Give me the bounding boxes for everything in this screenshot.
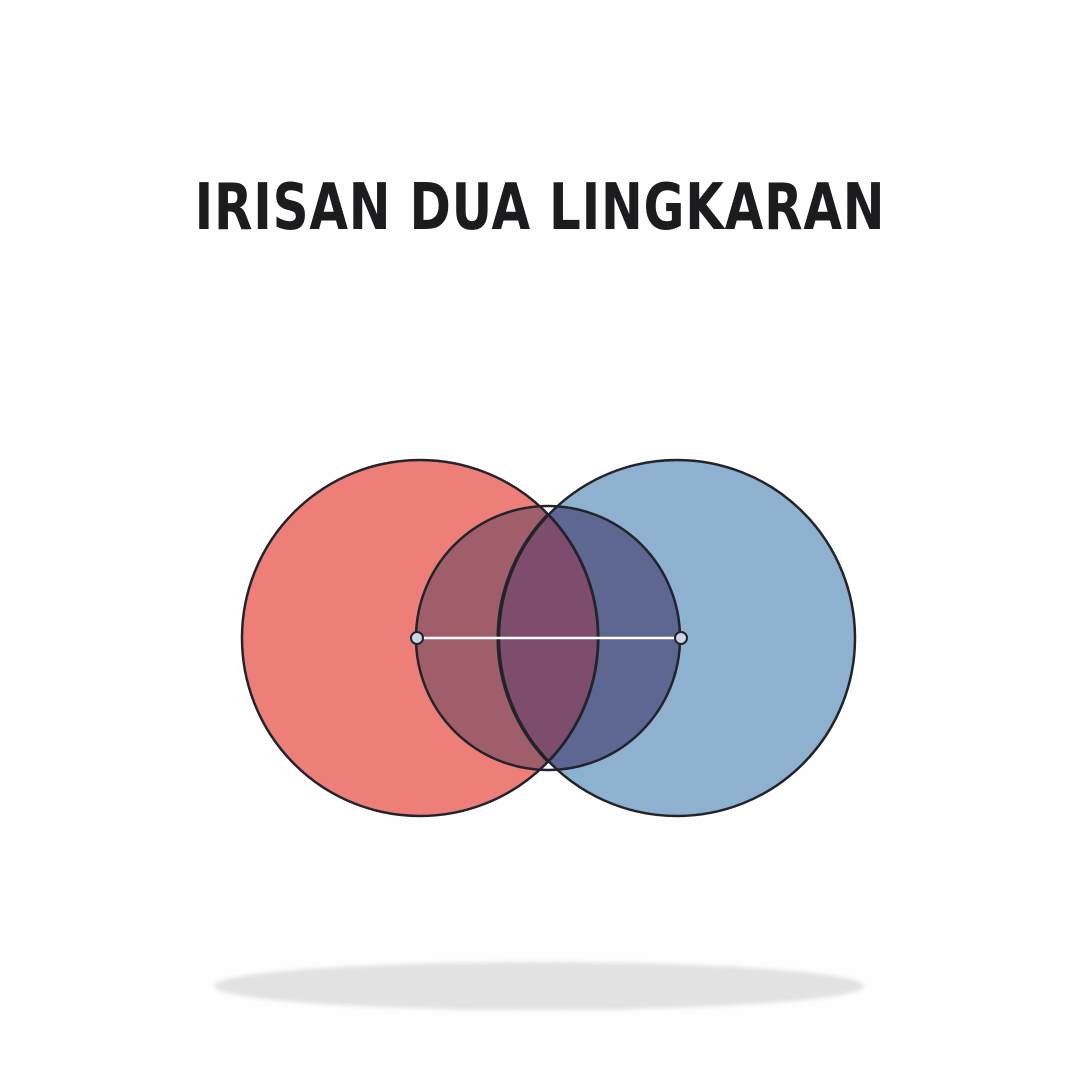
ground-shadow — [214, 962, 864, 1010]
diagram-title: IRISAN DUA LINGKARAN — [194, 171, 886, 245]
right-endpoint-dot — [674, 631, 688, 645]
left-endpoint-dot — [410, 631, 424, 645]
